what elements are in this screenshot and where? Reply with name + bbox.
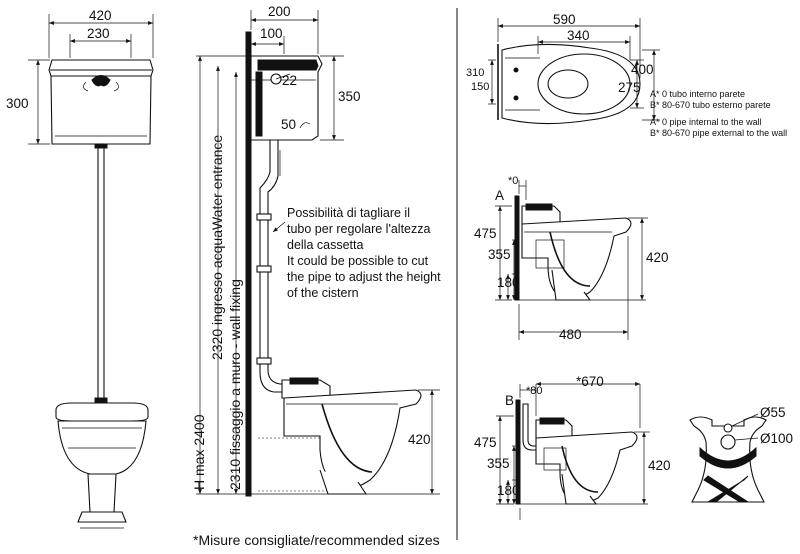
top-dim-590: 590	[553, 12, 576, 27]
cistern-ornament-icon	[91, 75, 111, 87]
detail-b-label: B	[505, 393, 514, 408]
front-bowl	[57, 420, 147, 475]
cut-note-line: the pipe to adjust the height	[287, 270, 441, 284]
detail-a-dim-180: 180	[497, 275, 520, 290]
top-dim-310: 310	[466, 67, 484, 79]
detail-b-dim-180: 180	[497, 483, 520, 498]
side-view	[196, 10, 440, 497]
side-cistern	[250, 55, 323, 141]
rear-view	[689, 413, 767, 503]
top-dim-275: 275	[618, 80, 641, 95]
front-dim-300: 300	[6, 96, 29, 111]
detail-a-offset: *0	[508, 175, 518, 187]
cut-note-line: tubo per regolare l'altezza	[287, 222, 430, 236]
front-dim-230: 230	[87, 26, 110, 41]
side-wall	[245, 31, 252, 497]
detail-a-dim-355: 355	[488, 247, 511, 262]
detail-a-dim-480: 480	[559, 327, 582, 342]
top-dim-400: 400	[631, 62, 654, 77]
rear-dia-100: Ø100	[760, 431, 793, 446]
side-dim-200: 200	[268, 4, 291, 19]
cut-note-line: It could be possible to cut	[287, 254, 429, 268]
side-dim-350: 350	[338, 89, 361, 104]
rear-dia-55: Ø55	[760, 405, 786, 420]
footnote: *Misure consigliate/recommended sizes	[193, 532, 440, 548]
cut-note: Possibilità di tagliare il tubo per rego…	[287, 206, 441, 300]
legend-line: A* 0 tubo interno parete	[650, 89, 745, 99]
side-dim-100: 100	[260, 26, 283, 41]
legend-line: B* 80-670 pipe external to the wall	[650, 128, 787, 138]
detail-a	[495, 180, 648, 340]
detail-b	[496, 382, 650, 520]
legend-line: A* 0 pipe internal to the wall	[650, 117, 762, 127]
detail-b-dim-475: 475	[474, 435, 497, 450]
wall-fixing-label: 2310 fissaggio a muro - wall fixing	[227, 279, 243, 490]
top-dim-150: 150	[471, 81, 489, 93]
cut-note-line: Possibilità di tagliare il	[287, 206, 410, 220]
front-view	[28, 14, 154, 529]
water-entrance-label: 2320 ingresso acquaWater entrance	[209, 135, 225, 360]
detail-a-label: A	[495, 188, 504, 203]
legend: A* 0 tubo interno parete B* 80-670 tubo …	[650, 89, 787, 138]
front-dim-420: 420	[89, 8, 112, 23]
detail-b-dim-355: 355	[487, 456, 510, 471]
side-dim-22: 22	[282, 73, 297, 88]
front-seat	[55, 402, 149, 422]
detail-a-dim-475: 475	[474, 226, 497, 241]
detail-b-dim-420: 420	[648, 458, 671, 473]
total-height-label: H max 2400	[191, 414, 207, 490]
detail-a-dim-420: 420	[646, 250, 669, 265]
front-flush-pipe	[97, 143, 105, 405]
detail-b-offset: *80	[526, 385, 543, 397]
detail-b-length: *670	[576, 374, 604, 389]
top-view	[488, 18, 660, 125]
front-cistern	[48, 59, 154, 145]
side-dim-420: 420	[408, 432, 431, 447]
side-dim-50: 50	[281, 117, 296, 132]
cut-note-line: della cassetta	[287, 238, 363, 252]
side-bowl	[283, 389, 422, 490]
top-dim-340: 340	[567, 28, 590, 43]
legend-line: B* 80-670 tubo esterno parete	[650, 100, 771, 110]
cut-note-line: of the cistern	[287, 286, 359, 300]
